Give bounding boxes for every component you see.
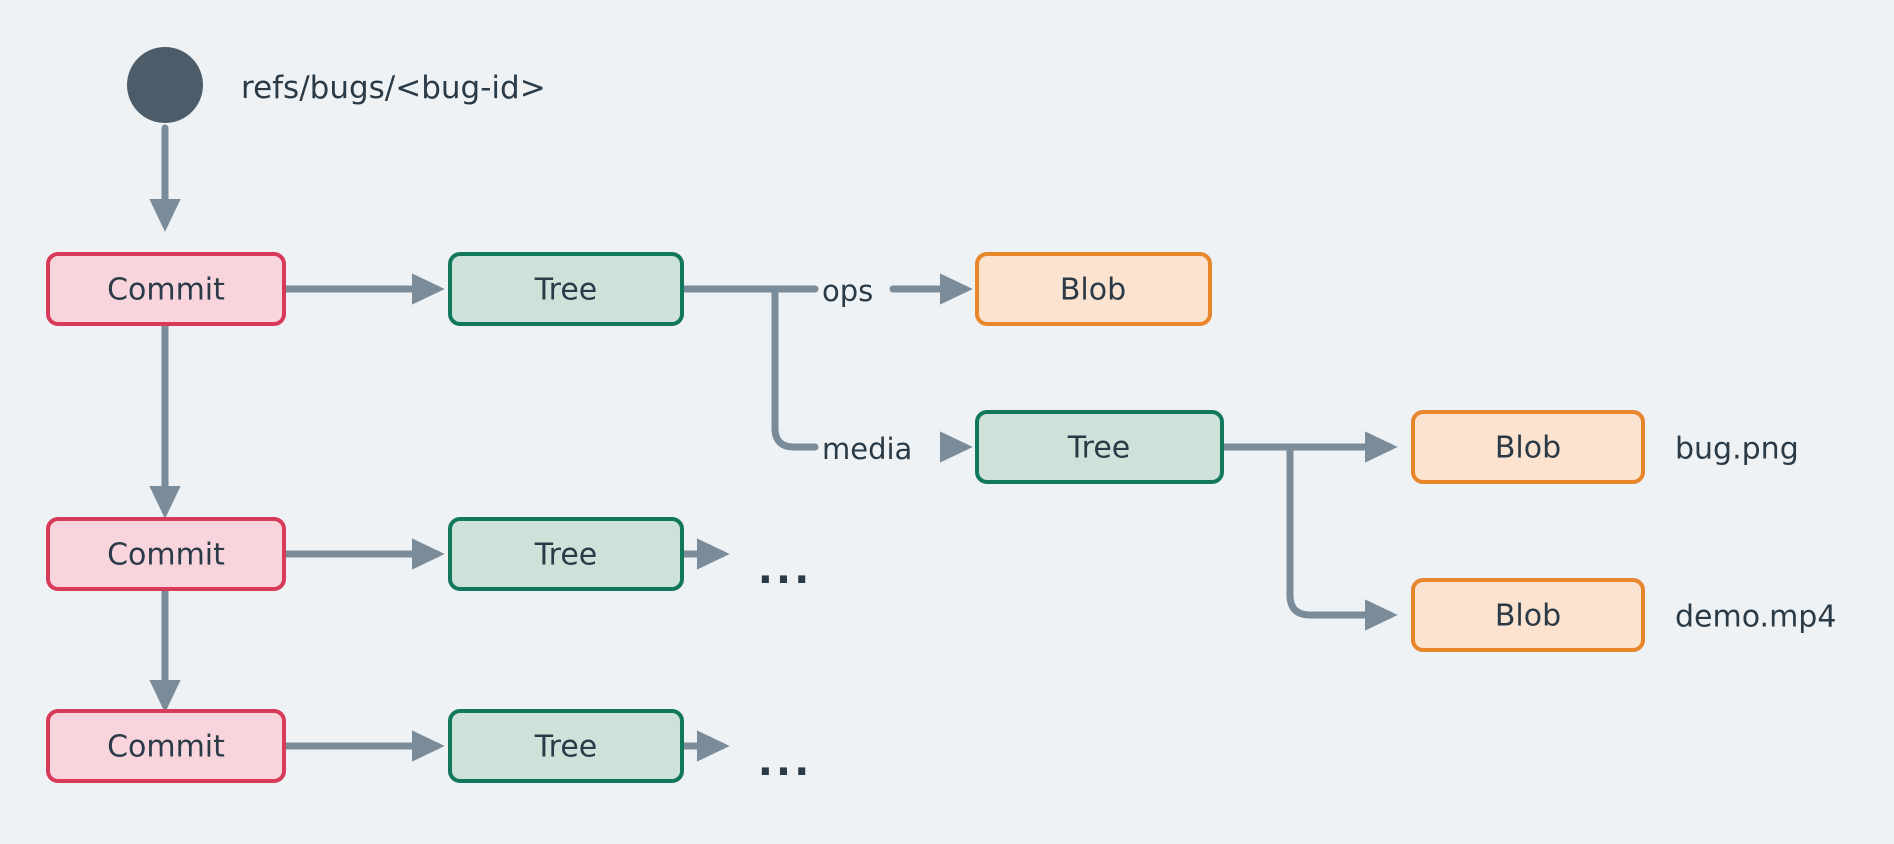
commit-3-box[interactable] <box>46 709 286 783</box>
commit-2-box[interactable] <box>46 517 286 591</box>
commit-1-box[interactable] <box>46 252 286 326</box>
tree-4-box[interactable] <box>975 410 1224 484</box>
node-commit-3[interactable]: Commit <box>46 709 286 783</box>
tree-2-box[interactable] <box>448 517 684 591</box>
commit-1-label: Commit <box>107 273 225 308</box>
blob-1-label: Blob <box>1060 273 1126 308</box>
tree-1-label: Tree <box>534 273 598 308</box>
node-blob-ops[interactable]: Blob <box>975 252 1212 326</box>
node-tree-1[interactable]: Tree <box>448 252 684 326</box>
ref-label: refs/bugs/<bug-id> <box>241 70 546 106</box>
tree-1-box[interactable] <box>448 252 684 326</box>
tree-2-label: Tree <box>534 538 598 573</box>
tree-3-box[interactable] <box>448 709 684 783</box>
edge-label-ops: ops <box>822 274 873 308</box>
filename-label-demo-mp4: demo.mp4 <box>1675 600 1836 635</box>
node-tree-3[interactable]: Tree <box>448 709 684 783</box>
blob-1-box[interactable] <box>975 252 1212 326</box>
filename-label-bug-png: bug.png <box>1675 432 1799 467</box>
edge-label-media: media <box>822 432 912 466</box>
root-ref-dot <box>127 47 203 123</box>
commit-2-label: Commit <box>107 538 225 573</box>
blob-2-label: Blob <box>1495 431 1561 466</box>
tree-3-label: Tree <box>534 730 598 765</box>
node-blob-demo-mp4[interactable]: Blob <box>1411 578 1645 652</box>
blob-3-box[interactable] <box>1411 578 1645 652</box>
ellipsis-tree-2: ... <box>758 547 813 593</box>
node-commit-2[interactable]: Commit <box>46 517 286 591</box>
commit-3-label: Commit <box>107 730 225 765</box>
blob-3-label: Blob <box>1495 599 1561 634</box>
ellipsis-tree-3: ... <box>758 739 813 785</box>
blob-2-box[interactable] <box>1411 410 1645 484</box>
edge-tree-4-to-blob-demo-mp4 <box>1286 443 1398 631</box>
node-tree-2[interactable]: Tree <box>448 517 684 591</box>
edge-tree-1-to-media-label <box>771 285 819 451</box>
tree-4-label: Tree <box>1067 431 1131 466</box>
node-tree-4-media[interactable]: Tree <box>975 410 1224 484</box>
node-commit-1[interactable]: Commit <box>46 252 286 326</box>
node-blob-bug-png[interactable]: Blob <box>1411 410 1645 484</box>
